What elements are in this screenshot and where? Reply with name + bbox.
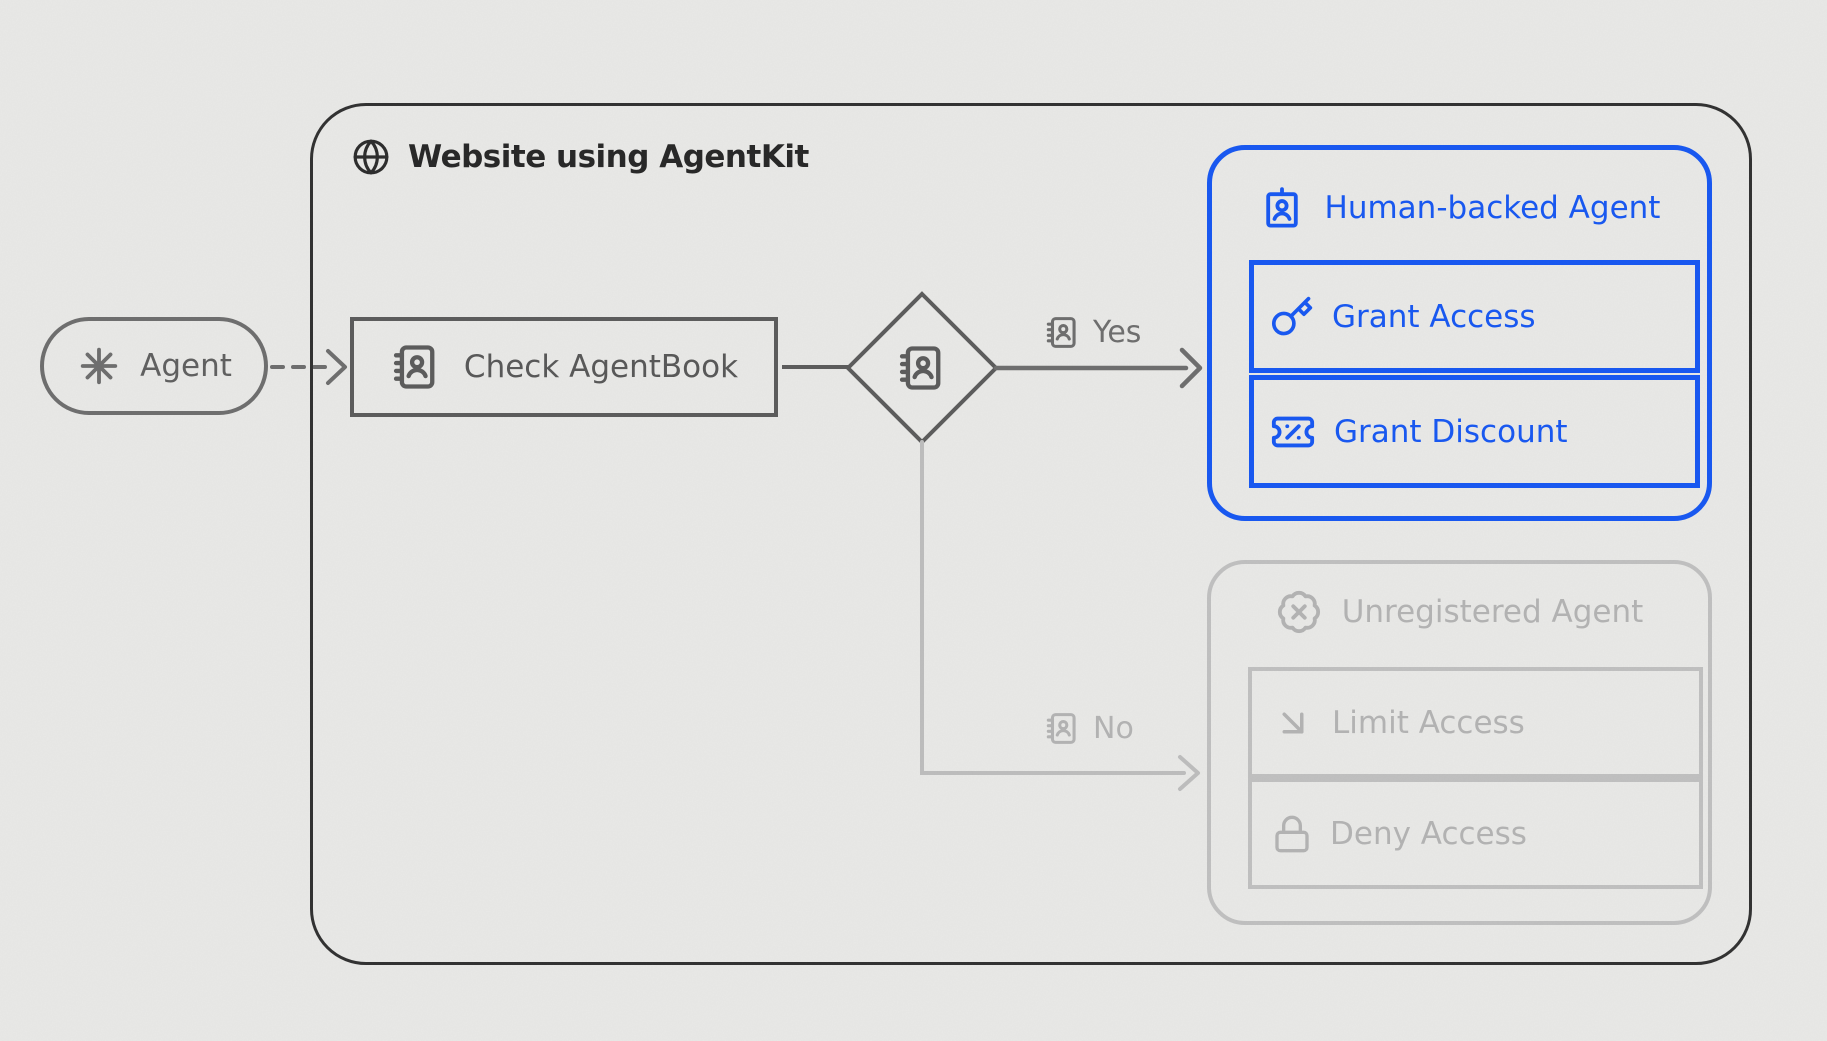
website-header: Website using AgentKit <box>352 134 809 180</box>
check-agentbook-label: Check AgentBook <box>463 349 739 385</box>
deny-access-button: Deny Access <box>1248 778 1703 889</box>
contact-book-icon <box>1044 710 1081 747</box>
ticket-percent-icon <box>1270 409 1316 455</box>
human-backed-agent-card: Human-backed Agent Grant Access Grant Di… <box>1207 145 1712 521</box>
lock-icon <box>1272 814 1312 854</box>
check-agentbook-node: Check AgentBook <box>350 317 778 417</box>
contact-book-icon <box>896 342 948 394</box>
human-backed-agent-header: Human-backed Agent <box>1212 184 1707 232</box>
grant-access-label: Grant Access <box>1332 298 1536 335</box>
limit-access-label: Limit Access <box>1332 704 1525 741</box>
contact-book-icon <box>1044 314 1081 351</box>
contact-book-icon <box>390 341 442 393</box>
key-icon <box>1270 295 1314 339</box>
grant-discount-label: Grant Discount <box>1334 413 1568 450</box>
no-branch-label: No <box>1044 710 1134 747</box>
agent-label: Agent <box>140 348 232 384</box>
yes-branch-label: Yes <box>1044 314 1141 351</box>
globe-icon <box>352 138 390 176</box>
no-label: No <box>1093 711 1134 746</box>
badge-x-icon <box>1276 589 1322 635</box>
human-backed-agent-title: Human-backed Agent <box>1324 190 1661 226</box>
grant-access-button: Grant Access <box>1249 260 1700 373</box>
unregistered-agent-header: Unregistered Agent <box>1211 588 1708 636</box>
grant-discount-button: Grant Discount <box>1249 375 1700 488</box>
yes-label: Yes <box>1093 315 1142 350</box>
arrow-down-right-icon <box>1272 702 1314 744</box>
asterisk-icon <box>76 343 122 389</box>
unregistered-agent-card: Unregistered Agent Limit Access Deny Acc… <box>1207 560 1712 925</box>
agent-node: Agent <box>40 317 268 415</box>
deny-access-label: Deny Access <box>1330 815 1527 852</box>
diagram-title: Website using AgentKit <box>408 139 809 175</box>
limit-access-button: Limit Access <box>1248 667 1703 778</box>
id-badge-icon <box>1259 185 1305 231</box>
unregistered-agent-title: Unregistered Agent <box>1341 594 1644 630</box>
